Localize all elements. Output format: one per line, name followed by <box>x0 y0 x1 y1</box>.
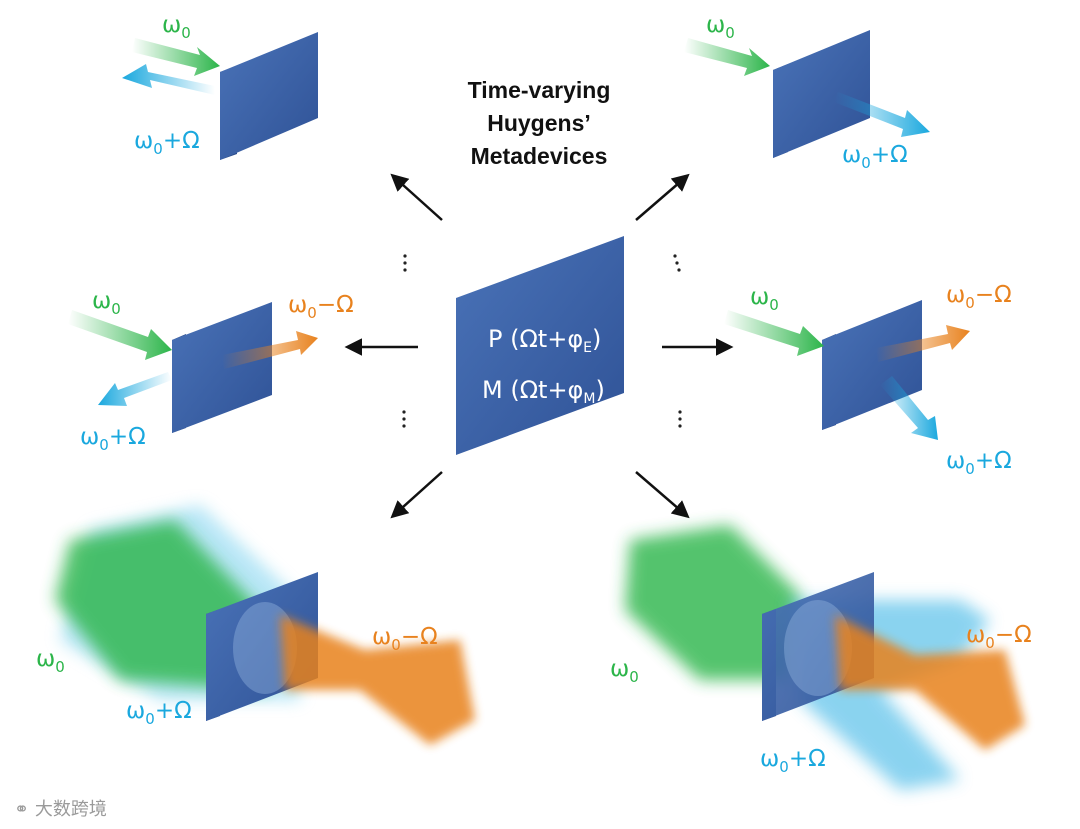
transmitted-orange-arrow <box>876 325 970 362</box>
label-omega0: ω0 <box>92 288 121 318</box>
transmitted-orange-arrow <box>222 331 318 369</box>
arrow-bottom-left <box>390 471 443 519</box>
device-top-left: ω0 ω0+Ω <box>122 12 318 160</box>
device-top-right: ω0 ω0+Ω <box>684 12 930 172</box>
label-omega0-minus: ω0−Ω <box>946 282 1012 312</box>
orange-beam <box>280 615 475 745</box>
label-omega0-plus: ω0+Ω <box>126 698 192 728</box>
label-omega0: ω0 <box>36 646 65 676</box>
watermark: ⚭ 大数跨境 <box>14 795 107 821</box>
incident-green-arrow <box>684 38 770 76</box>
device-bottom-left: ω0 ω0+Ω ω0−Ω <box>36 505 475 745</box>
center-line-1: P (Ωt+φE) <box>488 325 601 356</box>
label-omega0: ω0 <box>162 12 191 42</box>
arrow-top-right <box>635 173 690 221</box>
green-beam <box>625 525 800 680</box>
metasurface-panel <box>220 32 318 160</box>
watermark-icon: ⚭ <box>14 799 30 820</box>
metasurface-panel <box>773 30 870 158</box>
ellipsis-markers <box>402 254 682 428</box>
reflected-cyan-arrow <box>122 64 215 95</box>
arrow-bottom-right <box>635 471 690 519</box>
label-omega0-plus: ω0+Ω <box>134 128 200 158</box>
title-line-2: Huygens’ <box>487 110 591 136</box>
connector-arrows <box>344 173 734 519</box>
device-mid-right: ω0 ω0−Ω ω0+Ω <box>724 282 1012 478</box>
label-omega0-minus: ω0−Ω <box>966 622 1032 652</box>
watermark-text: 大数跨境 <box>34 799 107 820</box>
label-omega0-plus: ω0+Ω <box>946 448 1012 478</box>
reflected-cyan-arrow <box>98 372 172 406</box>
transmitted-cyan-arrow <box>834 92 930 137</box>
label-omega0-plus: ω0+Ω <box>760 746 826 776</box>
beam-spot <box>784 600 852 696</box>
center-panel <box>456 236 624 455</box>
incident-green-arrow <box>724 310 824 356</box>
label-omega0: ω0 <box>750 284 779 314</box>
device-bottom-right: ω0 ω0+Ω ω0−Ω <box>610 525 1032 790</box>
metasurface-panel <box>172 302 272 433</box>
transmitted-cyan-arrow <box>880 376 938 440</box>
arrow-top-left <box>390 173 443 221</box>
title-line-3: Metadevices <box>471 143 608 169</box>
label-omega0-plus: ω0+Ω <box>80 424 146 454</box>
center-metasurface: P (Ωt+φE) M (Ωt+φM) <box>456 236 624 455</box>
label-omega0-minus: ω0−Ω <box>288 292 354 322</box>
title-line-1: Time-varying <box>468 77 611 103</box>
label-omega0: ω0 <box>706 12 735 42</box>
title-block: Time-varying Huygens’ Metadevices <box>468 77 611 169</box>
device-mid-left: ω0 ω0+Ω ω0−Ω <box>68 288 354 454</box>
center-line-2: M (Ωt+φM) <box>482 376 605 407</box>
label-omega0: ω0 <box>610 656 639 686</box>
incident-green-arrow <box>132 38 220 76</box>
label-omega0-minus: ω0−Ω <box>372 624 438 654</box>
label-omega0-plus: ω0+Ω <box>842 142 908 172</box>
incident-green-arrow <box>68 310 172 360</box>
orange-beam <box>835 615 1025 750</box>
